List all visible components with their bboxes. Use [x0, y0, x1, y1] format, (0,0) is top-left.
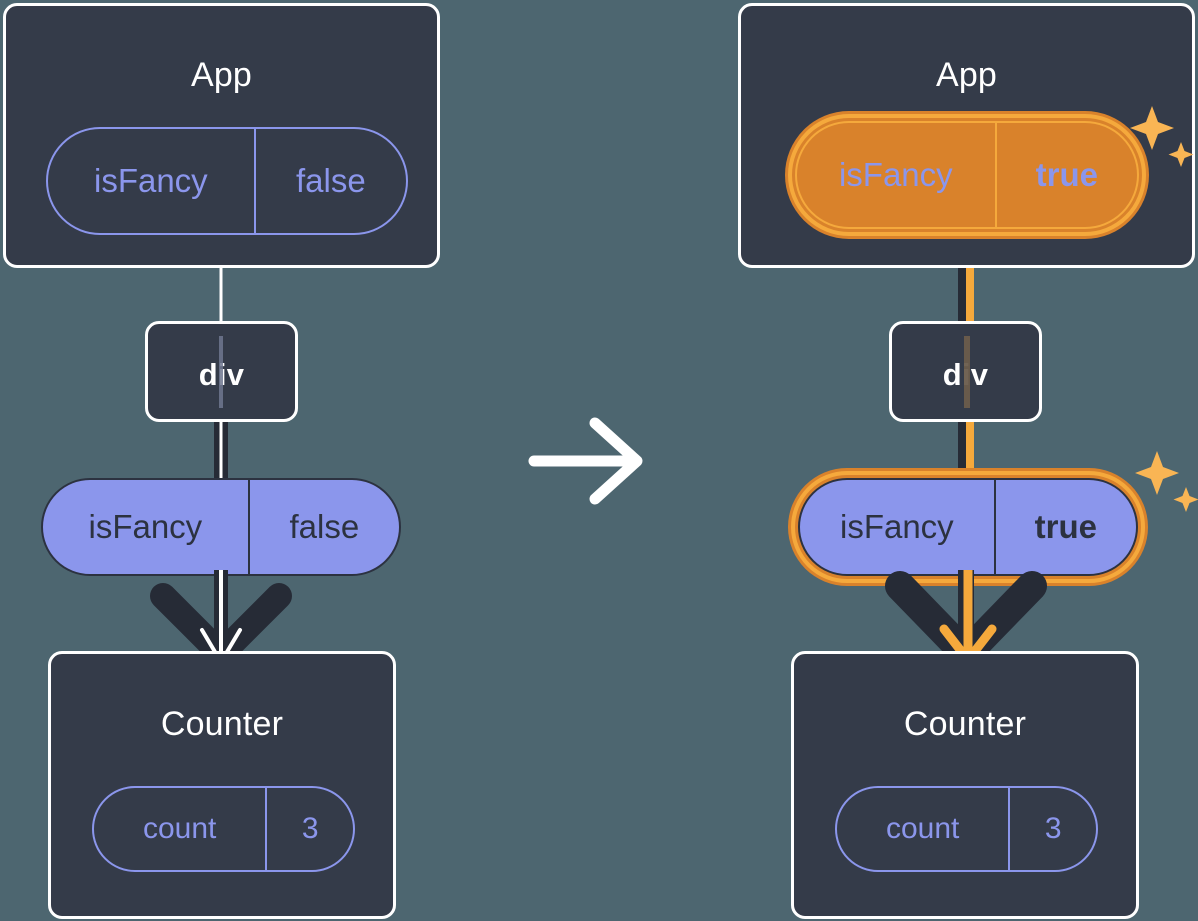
pill-value: true: [994, 123, 1137, 227]
prop-pill-after: isFancy true: [798, 478, 1138, 576]
counter-node-title: Counter: [160, 705, 284, 743]
pill-value: true: [993, 480, 1136, 574]
sparkle-icon-prop: [1135, 451, 1198, 512]
app-node-title: App: [935, 56, 998, 94]
pill-key: isFancy: [88, 508, 203, 545]
counter-state-pill-after: count 3: [835, 786, 1098, 872]
app-node-title: App: [190, 56, 253, 94]
pill-key: count: [885, 812, 960, 845]
counter-node-title: Counter: [903, 705, 1027, 743]
counter-node-after: Counter count 3: [791, 651, 1139, 919]
pill-value: false: [247, 480, 399, 574]
app-state-pill-after: isFancy true: [795, 121, 1139, 229]
pill-value: 3: [1008, 788, 1096, 870]
counter-node-before: Counter count 3: [48, 651, 396, 919]
sparkle-icon-app: [1130, 106, 1194, 167]
app-node-before: App isFancy false: [3, 3, 440, 268]
pill-key: count: [142, 812, 217, 845]
app-state-pill-before: isFancy false: [46, 127, 408, 235]
pill-key: isFancy: [838, 156, 953, 193]
pill-value: false: [253, 129, 406, 233]
pill-value: 3: [265, 788, 353, 870]
pill-key: isFancy: [839, 508, 954, 545]
pill-key: isFancy: [93, 162, 208, 199]
counter-state-pill-before: count 3: [92, 786, 355, 872]
prop-pill-highlight-after: isFancy true: [788, 468, 1148, 586]
